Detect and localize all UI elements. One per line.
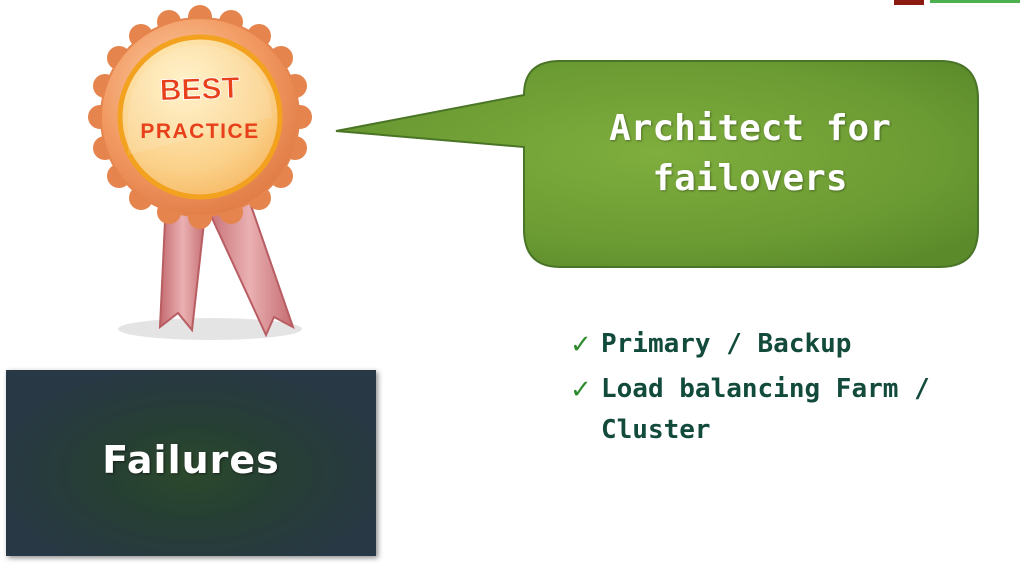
corner-mark [894,0,924,5]
callout-line-1: Architect for [609,108,891,149]
list-item: ✓ Load balancing Farm / Cluster [570,369,1010,451]
badge-best-text: BEST [159,72,240,108]
bullet-label: Load balancing Farm / Cluster [601,374,930,445]
failures-box: Failures [6,370,376,556]
best-practice-badge-icon: BEST PRACTICE [88,5,312,340]
callout-line-2: failovers [652,158,848,199]
list-item: ✓ Primary / Backup [570,324,1010,365]
callout-bubble [335,60,979,268]
check-icon: ✓ [570,330,592,360]
corner-line [930,0,1020,3]
bullet-list: ✓ Primary / Backup ✓ Load balancing Farm… [570,324,1010,455]
bullet-label: Primary / Backup [601,329,852,359]
check-icon: ✓ [570,375,592,405]
failures-label: Failures [102,438,280,482]
badge-practice-text: PRACTICE [140,120,259,143]
callout-text: Architect for failovers [525,104,975,204]
